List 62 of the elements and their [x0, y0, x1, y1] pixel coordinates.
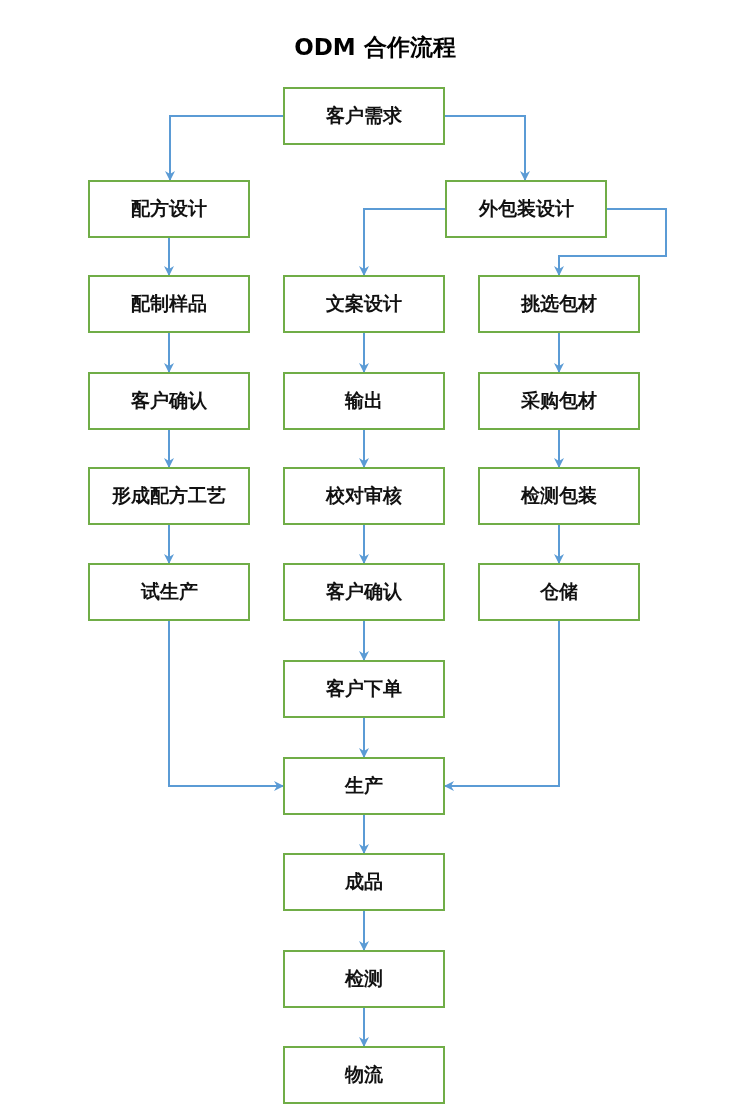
arrow [359, 620, 369, 661]
box-label: 外包装设计 [478, 196, 574, 221]
process-box [283, 372, 445, 430]
box-label: 文案设计 [326, 291, 402, 316]
arrow [554, 524, 564, 564]
arrow [359, 524, 369, 564]
process-box [88, 275, 250, 333]
arrow [164, 237, 174, 276]
arrow [359, 910, 369, 951]
process-box [283, 1046, 445, 1104]
box-label: 挑选包材 [521, 291, 597, 316]
arrow [165, 115, 284, 181]
arrow [444, 620, 560, 791]
arrow [554, 429, 564, 468]
process-box [88, 372, 250, 430]
arrow [168, 620, 284, 791]
arrow [554, 332, 564, 373]
box-label: 输出 [345, 388, 383, 413]
arrow [444, 115, 530, 181]
process-box [283, 275, 445, 333]
arrow [359, 717, 369, 758]
arrow [359, 332, 369, 373]
process-box [283, 563, 445, 621]
process-box [283, 467, 445, 525]
arrow [164, 332, 174, 373]
box-label: 形成配方工艺 [112, 483, 226, 508]
box-label: 采购包材 [521, 388, 597, 413]
box-label: 物流 [345, 1062, 383, 1087]
box-label: 配制样品 [131, 291, 207, 316]
process-box [88, 563, 250, 621]
process-box [283, 757, 445, 815]
box-label: 检测包装 [521, 483, 597, 508]
process-box [478, 467, 640, 525]
box-label: 客户需求 [326, 103, 402, 128]
box-label: 试生产 [140, 579, 198, 604]
arrow [554, 208, 667, 276]
arrow [359, 814, 369, 854]
box-label: 仓储 [540, 579, 578, 604]
process-box [283, 950, 445, 1008]
process-box [283, 87, 445, 145]
arrow [359, 429, 369, 468]
process-box [478, 372, 640, 430]
box-label: 客户确认 [131, 388, 207, 413]
process-box [445, 180, 607, 238]
box-label: 客户下单 [326, 676, 402, 701]
process-box [478, 275, 640, 333]
arrow [164, 429, 174, 468]
arrow [164, 524, 174, 564]
box-label: 配方设计 [131, 196, 207, 221]
box-label: 生产 [345, 773, 383, 798]
process-box [478, 563, 640, 621]
process-box [88, 180, 250, 238]
box-label: 校对审核 [326, 483, 402, 508]
title: ODM 合作流程 [293, 33, 457, 62]
process-box [283, 660, 445, 718]
process-box [283, 853, 445, 911]
box-label: 成品 [345, 869, 383, 894]
arrow [359, 208, 446, 276]
box-label: 客户确认 [326, 579, 402, 604]
process-box [88, 467, 250, 525]
box-label: 检测 [345, 966, 383, 991]
arrow [359, 1007, 369, 1047]
